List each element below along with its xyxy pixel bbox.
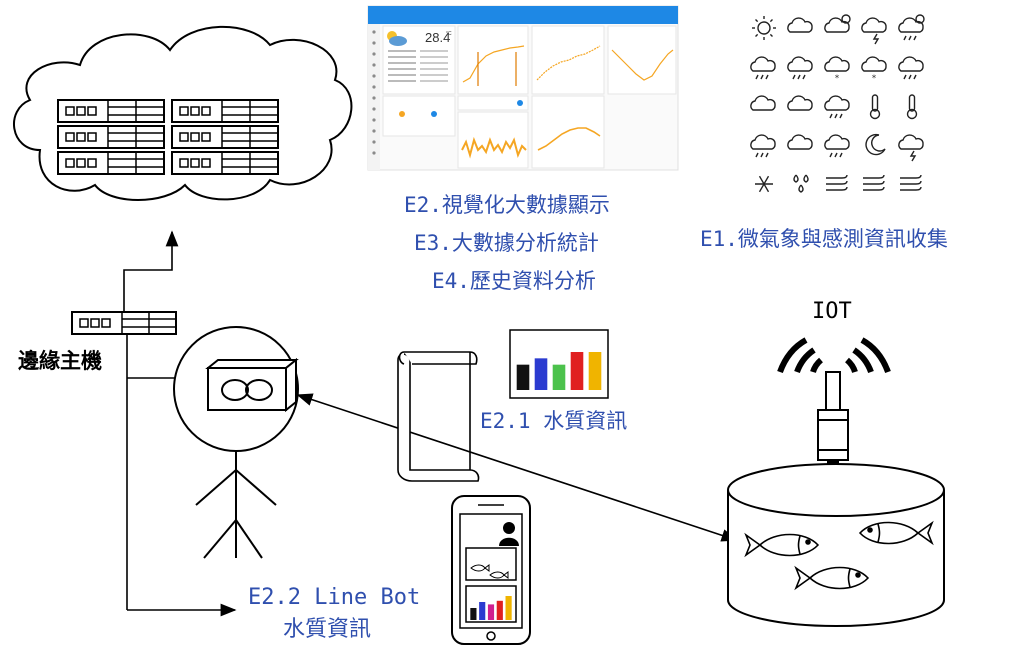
weather-icon-grid: ** — [750, 14, 925, 193]
bar — [516, 364, 530, 390]
water-quality-bar-chart — [509, 329, 609, 399]
server-rack-icon — [57, 151, 165, 175]
server-rack-icon — [57, 125, 165, 149]
lightbulb-icon — [399, 111, 405, 117]
cloud-lightning-icon — [861, 17, 887, 45]
rainbow-icon — [824, 95, 850, 119]
water-info-21-label: E2.1 水質資訊 — [480, 409, 627, 433]
moon-cloud-icon — [787, 134, 813, 150]
bar — [470, 608, 477, 620]
e2-label: E2.視覺化大數據顯示 — [404, 193, 610, 217]
cloud-server-cluster — [13, 25, 353, 201]
headset-icon — [205, 357, 299, 413]
strong-wind-icon — [863, 174, 885, 191]
fish-tank — [727, 463, 945, 627]
cloud-rain-icon — [750, 56, 776, 80]
fish-icon — [744, 532, 820, 558]
svg-text:*: * — [872, 74, 876, 83]
thermometer-high-icon — [906, 94, 918, 120]
dashboard-temp-unit: °C — [446, 31, 452, 37]
server-rack-icon — [171, 151, 279, 175]
bar — [552, 364, 566, 390]
toggle-switch — [517, 100, 523, 106]
iot-sensor-probe — [817, 371, 849, 496]
bar — [479, 602, 486, 620]
svg-text:*: * — [835, 74, 839, 83]
cloud-snow-icon: * — [824, 56, 850, 83]
bar — [588, 352, 602, 390]
cloud-hail-icon — [824, 134, 850, 158]
e4-label: E4.歷史資料分析 — [432, 269, 596, 293]
linebot-label-line2: 水質資訊 — [283, 617, 371, 642]
server-rack-icon — [171, 99, 279, 123]
wifi-signal-left-icon — [777, 337, 823, 374]
linebot-label-line1: E2.2 Line Bot — [248, 585, 420, 610]
cloud-sun-rain-icon — [898, 14, 925, 41]
dashboard-screenshot: 28.4 °C — [367, 5, 679, 171]
fish-icon — [858, 520, 934, 546]
partly-cloudy-icon — [824, 14, 851, 33]
edge-host-label: 邊緣主機 — [18, 348, 102, 373]
bar — [505, 596, 512, 620]
moon-icon — [865, 133, 886, 156]
e1-label: E1.微氣象與感測資訊收集 — [700, 227, 948, 251]
wind-icon — [826, 174, 848, 191]
snowflake-icon — [755, 175, 773, 193]
person-avatar-icon — [499, 522, 519, 546]
iot-label: IOT — [812, 299, 852, 324]
server-rack-icon — [57, 99, 165, 123]
bar — [534, 358, 548, 390]
cloud-drizzle-icon — [898, 56, 924, 80]
water-icon — [431, 111, 437, 117]
bar — [570, 352, 584, 390]
moon-rain-icon — [750, 134, 776, 158]
partly-cloudy-icon — [387, 31, 407, 46]
connectors — [123, 230, 738, 617]
bar — [487, 604, 495, 620]
wind-rain-icon — [900, 174, 922, 191]
cloud-storm-icon — [898, 134, 924, 162]
report-scroll-icon — [397, 351, 480, 482]
user-with-headset — [173, 326, 299, 559]
dashboard-temperature: 28.4 — [425, 30, 450, 45]
raindrops-icon — [793, 174, 809, 193]
cloud-rain-heavy-icon — [787, 56, 813, 80]
server-rack-icon — [171, 125, 279, 149]
wifi-signal-right-icon — [845, 337, 891, 374]
bar — [496, 600, 503, 620]
cloud-wind-icon — [787, 95, 813, 111]
sun-icon — [752, 16, 776, 40]
e3-label: E3.大數據分析統計 — [414, 231, 599, 255]
fish-icon — [794, 565, 870, 591]
cloud-fog-icon — [750, 95, 776, 111]
cloud-snowflake-icon: * — [861, 56, 887, 83]
thermometer-low-icon — [869, 94, 881, 120]
cloud-icon — [787, 17, 813, 33]
edge-host: 邊緣主機 — [18, 311, 177, 373]
smartphone — [451, 495, 531, 645]
